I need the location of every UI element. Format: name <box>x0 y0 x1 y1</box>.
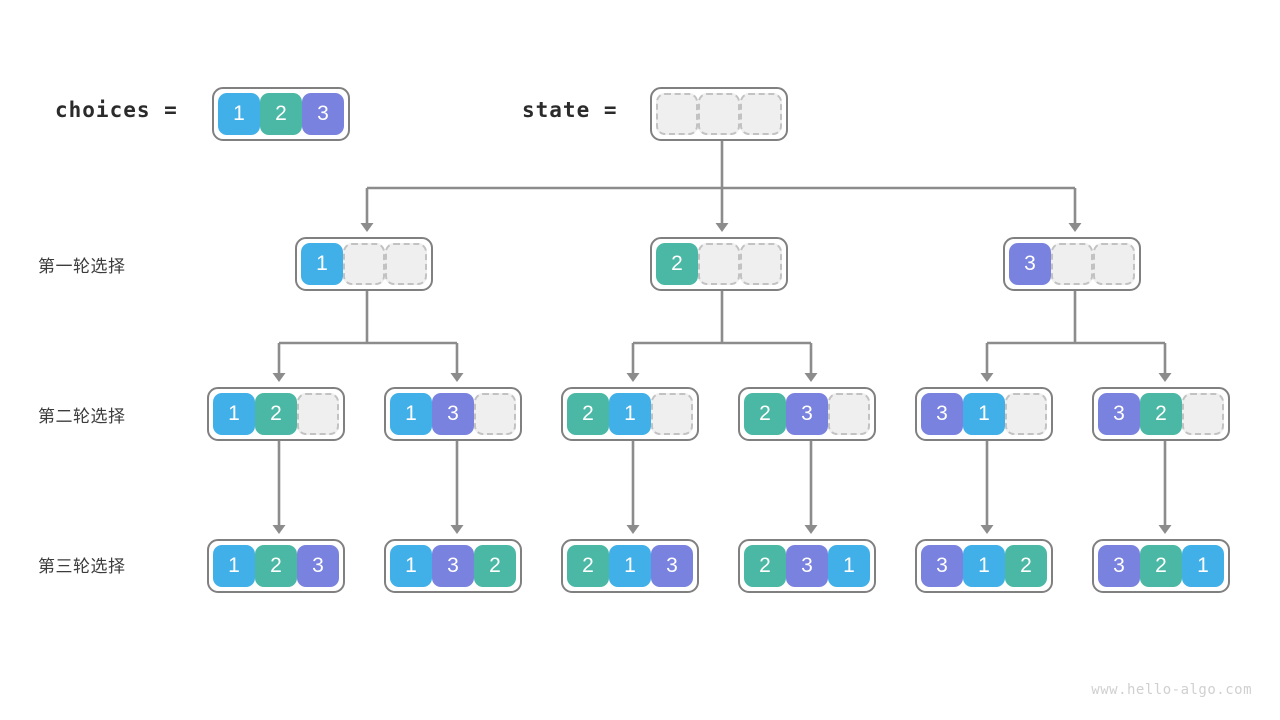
cell-empty <box>474 393 516 435</box>
state-variable-label: state = <box>522 98 618 122</box>
cell-value-1: 1 <box>963 545 1005 587</box>
cell-value-2: 2 <box>1140 545 1182 587</box>
edge-round1-2-to-round2-arrowhead-1 <box>804 373 818 382</box>
cell-value-2: 2 <box>255 545 297 587</box>
cell-value-2: 2 <box>255 393 297 435</box>
cell-value-1: 1 <box>1182 545 1224 587</box>
cell-value-3: 3 <box>297 545 339 587</box>
cell-value-1: 1 <box>828 545 870 587</box>
cell-value-1: 1 <box>609 393 651 435</box>
choices-variable-label: choices = <box>55 98 178 122</box>
site-watermark: www.hello-algo.com <box>1091 682 1252 698</box>
cell-empty <box>698 243 740 285</box>
node-round1-3: 3 <box>1003 237 1141 291</box>
cell-value-3: 3 <box>1009 243 1051 285</box>
edge-round2-21-to-round3-arrowhead <box>626 525 640 534</box>
cell-value-3: 3 <box>302 93 344 135</box>
cell-value-1: 1 <box>218 93 260 135</box>
cell-value-3: 3 <box>921 545 963 587</box>
cell-empty <box>1051 243 1093 285</box>
cell-value-3: 3 <box>432 393 474 435</box>
cell-value-3: 3 <box>1098 393 1140 435</box>
cell-value-2: 2 <box>744 545 786 587</box>
edge-round1-3-to-round2-arrowhead-1 <box>1158 373 1172 382</box>
edge-round1-3-to-round2-arrowhead-0 <box>980 373 994 382</box>
cell-value-1: 1 <box>963 393 1005 435</box>
edge-round1-2-to-round2-arrowhead-0 <box>626 373 640 382</box>
cell-value-2: 2 <box>260 93 302 135</box>
row-label-round-2: 第二轮选择 <box>38 407 126 426</box>
cell-value-3: 3 <box>921 393 963 435</box>
edge-state-to-round1-arrowhead-2 <box>1068 223 1082 232</box>
state-variable-array <box>650 87 788 141</box>
cell-empty <box>1093 243 1135 285</box>
cell-value-1: 1 <box>213 545 255 587</box>
edge-round2-12-to-round3-arrowhead <box>272 525 286 534</box>
cell-empty <box>828 393 870 435</box>
row-label-round-3: 第三轮选择 <box>38 557 126 576</box>
cell-value-2: 2 <box>1140 393 1182 435</box>
cell-value-1: 1 <box>301 243 343 285</box>
cell-empty <box>297 393 339 435</box>
cell-value-3: 3 <box>1098 545 1140 587</box>
cell-empty <box>656 93 698 135</box>
cell-value-3: 3 <box>432 545 474 587</box>
cell-value-1: 1 <box>390 545 432 587</box>
cell-value-3: 3 <box>651 545 693 587</box>
row-label-round-1: 第一轮选择 <box>38 257 126 276</box>
cell-empty <box>343 243 385 285</box>
cell-value-2: 2 <box>567 393 609 435</box>
cell-value-2: 2 <box>744 393 786 435</box>
edge-round1-1-to-round2-arrowhead-0 <box>272 373 286 382</box>
node-round1-2: 2 <box>650 237 788 291</box>
cell-value-2: 2 <box>474 545 516 587</box>
edge-round1-1-to-round2-arrowhead-1 <box>450 373 464 382</box>
cell-empty <box>698 93 740 135</box>
edge-round2-31-to-round3-arrowhead <box>980 525 994 534</box>
cell-value-2: 2 <box>1005 545 1047 587</box>
edge-round2-32-to-round3-arrowhead <box>1158 525 1172 534</box>
node-round1-1: 1 <box>295 237 433 291</box>
cell-value-1: 1 <box>390 393 432 435</box>
cell-value-3: 3 <box>786 393 828 435</box>
edge-round2-13-to-round3-arrowhead <box>450 525 464 534</box>
cell-value-2: 2 <box>567 545 609 587</box>
edge-state-to-round1-arrowhead-1 <box>715 223 729 232</box>
cell-empty <box>651 393 693 435</box>
cell-empty <box>740 93 782 135</box>
cell-value-3: 3 <box>786 545 828 587</box>
cell-empty <box>740 243 782 285</box>
cell-empty <box>1005 393 1047 435</box>
cell-empty <box>385 243 427 285</box>
cell-value-1: 1 <box>609 545 651 587</box>
cell-empty <box>1182 393 1224 435</box>
edge-state-to-round1-arrowhead-0 <box>360 223 374 232</box>
cell-value-2: 2 <box>656 243 698 285</box>
edge-round2-23-to-round3-arrowhead <box>804 525 818 534</box>
cell-value-1: 1 <box>213 393 255 435</box>
